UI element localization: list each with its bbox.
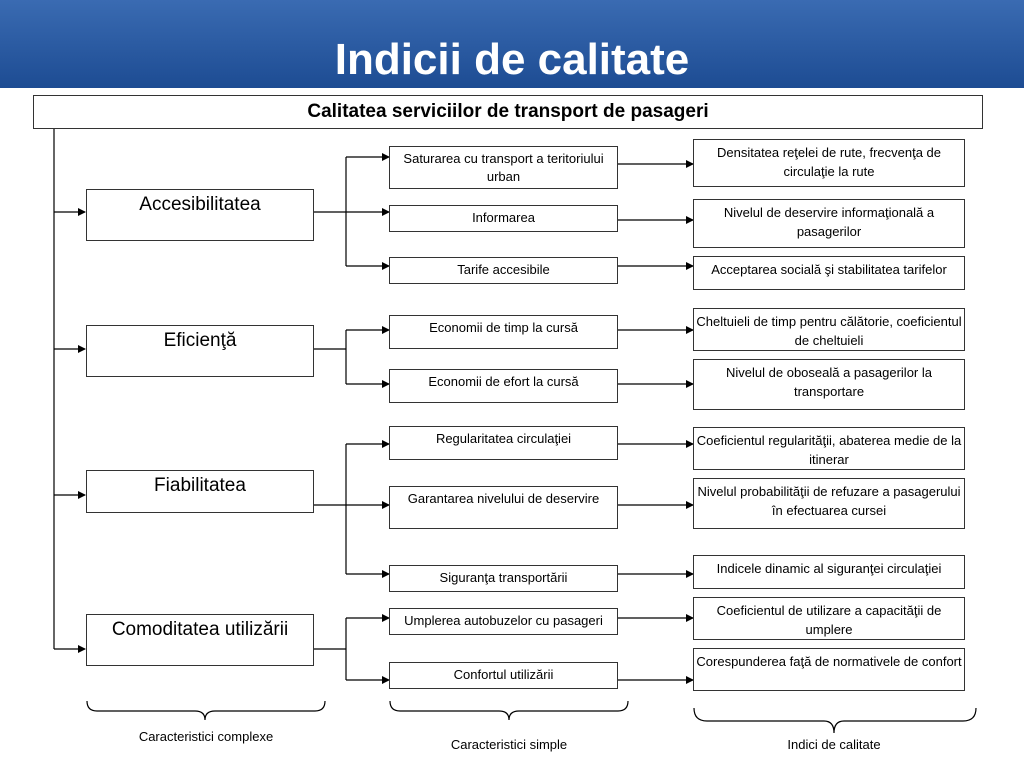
brace-complex — [86, 700, 326, 721]
group-box-fiabilitatea: Fiabilitatea — [86, 470, 314, 513]
brace-simple — [389, 700, 629, 721]
indicator-box: Nivelul probabilităţii de refuzare a pas… — [693, 478, 965, 529]
label-simple-characteristics: Caracteristici simple — [450, 737, 568, 752]
indicator-box: Coeficientul de utilizare a capacităţii … — [693, 597, 965, 640]
simple-box: Economii de timp la cursă — [389, 315, 618, 349]
label-quality-indices: Indici de calitate — [787, 737, 881, 752]
group-box-accesibilitatea: Accesibilitatea — [86, 189, 314, 241]
root-box: Calitatea serviciilor de transport de pa… — [33, 95, 983, 129]
header-banner — [0, 0, 1024, 88]
group-box-comoditatea: Comoditatea utilizării — [86, 614, 314, 666]
simple-box: Garantarea nivelului de deservire — [389, 486, 618, 529]
brace-indices — [693, 707, 977, 734]
label-complex-characteristics: Caracteristici complexe — [138, 729, 274, 744]
simple-box: Economii de efort la cursă — [389, 369, 618, 403]
indicator-box: Acceptarea socială şi stabilitatea tarif… — [693, 256, 965, 290]
group-box-eficienta: Eficienţă — [86, 325, 314, 377]
simple-box: Umplerea autobuzelor cu pasageri — [389, 608, 618, 635]
indicator-box: Densitatea reţelei de rute, frecvenţa de… — [693, 139, 965, 187]
simple-box: Siguranţa transportării — [389, 565, 618, 592]
simple-box: Confortul utilizării — [389, 662, 618, 689]
simple-box: Tarife accesibile — [389, 257, 618, 284]
simple-box: Saturarea cu transport a teritoriului ur… — [389, 146, 618, 189]
indicator-box: Indicele dinamic al siguranţei circulaţi… — [693, 555, 965, 589]
indicator-box: Nivelul de oboseală a pasagerilor la tra… — [693, 359, 965, 410]
indicator-box: Nivelul de deservire informaţională a pa… — [693, 199, 965, 248]
indicator-box: Cheltuieli de timp pentru călătorie, coe… — [693, 308, 965, 351]
indicator-box: Coeficientul regularităţii, abaterea med… — [693, 427, 965, 470]
indicator-box: Corespunderea faţă de normativele de con… — [693, 648, 965, 691]
page-title: Indicii de calitate — [334, 35, 690, 84]
simple-box: Informarea — [389, 205, 618, 232]
simple-box: Regularitatea circulaţiei — [389, 426, 618, 460]
